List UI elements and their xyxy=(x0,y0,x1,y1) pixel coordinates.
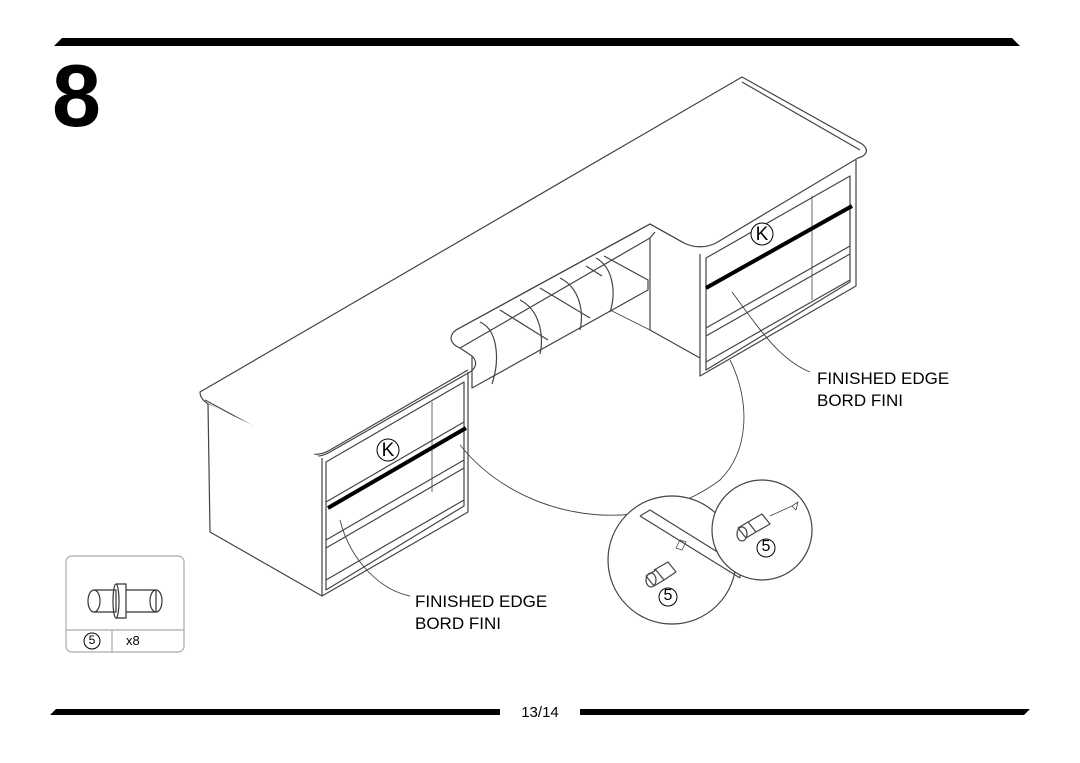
callout-left: FINISHED EDGE BORD FINI xyxy=(415,591,547,635)
detail-part-label-right: 5 xyxy=(761,538,771,555)
callout-left-line1: FINISHED EDGE xyxy=(415,592,548,611)
step-number: 8 xyxy=(52,46,101,145)
detail-part-label-left: 5 xyxy=(663,587,673,604)
hardware-box xyxy=(65,555,185,653)
finished-edge-right xyxy=(705,204,853,290)
footer-rule-left xyxy=(50,709,506,715)
shelf-label-right: K xyxy=(755,224,769,245)
center-back-panel xyxy=(471,255,649,389)
left-pedestal xyxy=(207,403,323,597)
detail-circle-right xyxy=(711,479,813,581)
header-rule xyxy=(54,38,1020,46)
right-pedestal xyxy=(699,160,857,377)
callout-right-line2: BORD FINI xyxy=(817,391,903,410)
shelf-label-left: K xyxy=(381,440,395,461)
hardware-part-number: 5 xyxy=(88,633,96,647)
part-5-circle-detail-left xyxy=(658,587,678,607)
part-5-circle-box xyxy=(83,632,101,650)
part-5-circle-detail-right xyxy=(756,538,776,558)
desk-top-panel xyxy=(199,76,867,458)
shelf-k-circle-right xyxy=(750,222,774,246)
callout-right: FINISHED EDGE BORD FINI xyxy=(817,368,949,412)
footer-rule-right xyxy=(572,709,1030,715)
finished-edge-left xyxy=(326,426,468,510)
shelf-k-circle-left xyxy=(376,438,400,462)
callout-right-line1: FINISHED EDGE xyxy=(817,369,950,388)
callout-left-line2: BORD FINI xyxy=(415,614,501,633)
shelf-pin-icon xyxy=(87,583,163,619)
page-number: 13/14 xyxy=(500,704,580,721)
hardware-quantity: x8 xyxy=(126,633,140,648)
